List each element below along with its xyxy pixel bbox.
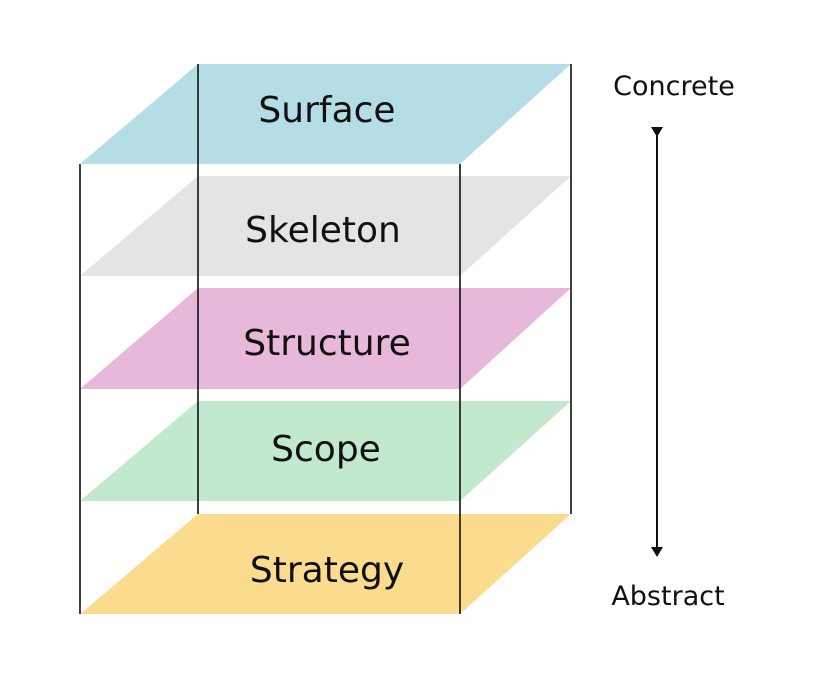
layer-surface-plane [80, 64, 571, 164]
layer-stack: Surface Skeleton Structure Scope Strateg… [80, 64, 571, 614]
axis-bottom-label: Abstract [611, 581, 724, 612]
layer-strategy-plane [80, 514, 571, 614]
layer-skeleton-label: Skeleton [245, 210, 401, 251]
layer-scope: Scope [80, 401, 571, 501]
abstraction-axis: Concrete Abstract [611, 71, 735, 612]
layer-surface-label: Surface [258, 90, 395, 131]
layer-strategy-label: Strategy [250, 550, 404, 591]
layer-scope-plane [80, 401, 571, 501]
layer-strategy: Strategy [80, 514, 571, 614]
box-frame [79, 64, 572, 614]
layer-structure-label: Structure [243, 323, 410, 364]
layer-scope-label: Scope [271, 429, 381, 470]
layer-structure: Structure [80, 288, 571, 389]
layer-structure-plane [80, 288, 571, 389]
axis-top-label: Concrete [613, 71, 735, 102]
layer-skeleton: Skeleton [80, 176, 571, 276]
layer-surface: Surface [80, 64, 571, 164]
layer-skeleton-plane [80, 176, 571, 276]
